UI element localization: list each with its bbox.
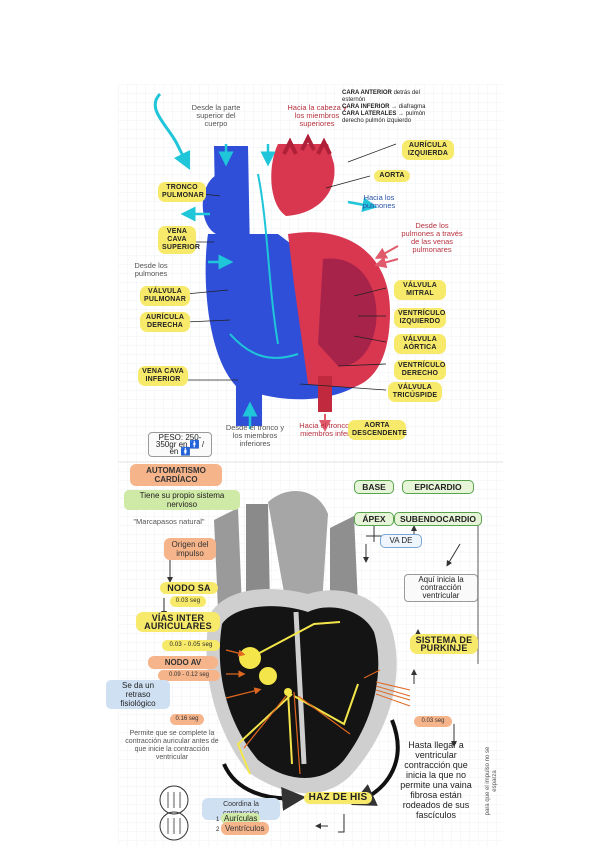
aur-num: 1 bbox=[216, 817, 219, 823]
epicardio-tag: EPICARDIO bbox=[402, 480, 474, 494]
label-upper-body: Desde la parte superior del cuerpo bbox=[188, 104, 244, 128]
tag-aorta-descendente: AORTA DESCENDENTE bbox=[348, 420, 406, 440]
vias-interauriculares: VÍAS INTER AURICULARES bbox=[136, 612, 220, 632]
tag-tronco-pulmonar: TRONCO PULMONAR bbox=[158, 182, 206, 202]
face-inferior: CARA INFERIOR bbox=[342, 104, 389, 110]
retraso-note: Se da un retraso fisiológico bbox=[106, 680, 170, 709]
marcapasos-note: "Marcapasos natural" bbox=[124, 518, 214, 526]
face-anterior: CARA ANTERIOR bbox=[342, 90, 392, 96]
tag-aorta: AORTA bbox=[374, 170, 410, 182]
tag-valvula-aortica: VÁLVULA AÓRTICA bbox=[394, 334, 446, 354]
tag-valvula-mitral: VÁLVULA MITRAL bbox=[394, 280, 446, 300]
side-note: para que el impulso no se esparza bbox=[485, 741, 499, 821]
label-to-lungs: Hacia los pulmones bbox=[354, 194, 404, 210]
purkinje-time: 0.03 seg bbox=[414, 716, 452, 727]
tag-auricula-izquierda: AURÍCULA IZQUIERDA bbox=[402, 140, 454, 160]
automatismo-title: AUTOMATISMO CARDÍACO bbox=[130, 464, 222, 486]
tag-vena-cava-inferior: VENA CAVA INFERIOR bbox=[138, 366, 188, 386]
ven-num: 2 bbox=[216, 827, 219, 833]
va-de-tag: VA DE bbox=[380, 534, 422, 548]
face-lateral: CARA LATERALES bbox=[342, 111, 396, 117]
apex-tag: ÁPEX bbox=[354, 512, 394, 526]
origen-impulso: Origen del impulso bbox=[164, 538, 216, 560]
nodo-av: NODO AV bbox=[148, 656, 218, 669]
tag-ventriculo-izquierdo: VENTRÍCULO IZQUIERDO bbox=[394, 308, 446, 328]
sistema-nervioso-note: Tiene su propio sistema nervioso bbox=[124, 490, 240, 510]
retraso-time: 0.16 seg bbox=[170, 714, 204, 725]
nodo-sa: NODO SA bbox=[160, 582, 218, 594]
permite-note: Permite que se complete la contracción a… bbox=[124, 730, 220, 762]
vias-time: 0.03 - 0.05 seg bbox=[162, 640, 220, 651]
nodo-av-time: 0.09 - 0.12 seg bbox=[158, 670, 220, 681]
tag-auricula-derecha: AURÍCULA DERECHA bbox=[140, 312, 190, 332]
label-from-lungs: Desde los pulmones bbox=[128, 262, 174, 278]
tag-valvula-pulmonar: VÁLVULA PULMONAR bbox=[140, 286, 190, 306]
label-from-lungs-veins: Desde los pulmones a través de las venas… bbox=[400, 222, 464, 254]
tag-vena-cava-superior: VENA CAVA SUPERIOR bbox=[158, 226, 196, 254]
base-tag: BASE bbox=[354, 480, 394, 494]
label-trunk-lower: Desde el tronco y los miembros inferiore… bbox=[220, 424, 290, 448]
ven-label: Ventrículos bbox=[221, 822, 269, 835]
subendocardio-tag: SUBENDOCARDIO bbox=[394, 512, 482, 526]
sistema-purkinje: SISTEMA DE PURKINJE bbox=[410, 634, 478, 654]
hasta-note: Hasta llegar a ventricular contracción q… bbox=[394, 740, 478, 820]
haz-de-his: HAZ DE HIS bbox=[304, 792, 372, 804]
aqui-inicia-note: Aquí inicia la contracción ventricular bbox=[404, 574, 478, 602]
peso-note: PESO: 250-350gr en 🚹 / en 🚺 bbox=[148, 432, 212, 457]
face-inferior-desc: diafragma bbox=[399, 104, 426, 110]
infographic-sheet: Desde la parte superior del cuerpo Hacia… bbox=[118, 84, 503, 846]
faces-legend: CARA ANTERIOR detrás del esternón CARA I… bbox=[342, 90, 442, 125]
coordina-list: 1 Aurículas 2 Ventrículos bbox=[216, 814, 276, 834]
tag-ventriculo-derecho: VENTRÍCULO DERECHO bbox=[394, 360, 446, 380]
nodo-sa-time: 0.03 seg bbox=[170, 596, 206, 607]
tag-valvula-tricuspide: VÁLVULA TRICÚSPIDE bbox=[388, 382, 442, 402]
